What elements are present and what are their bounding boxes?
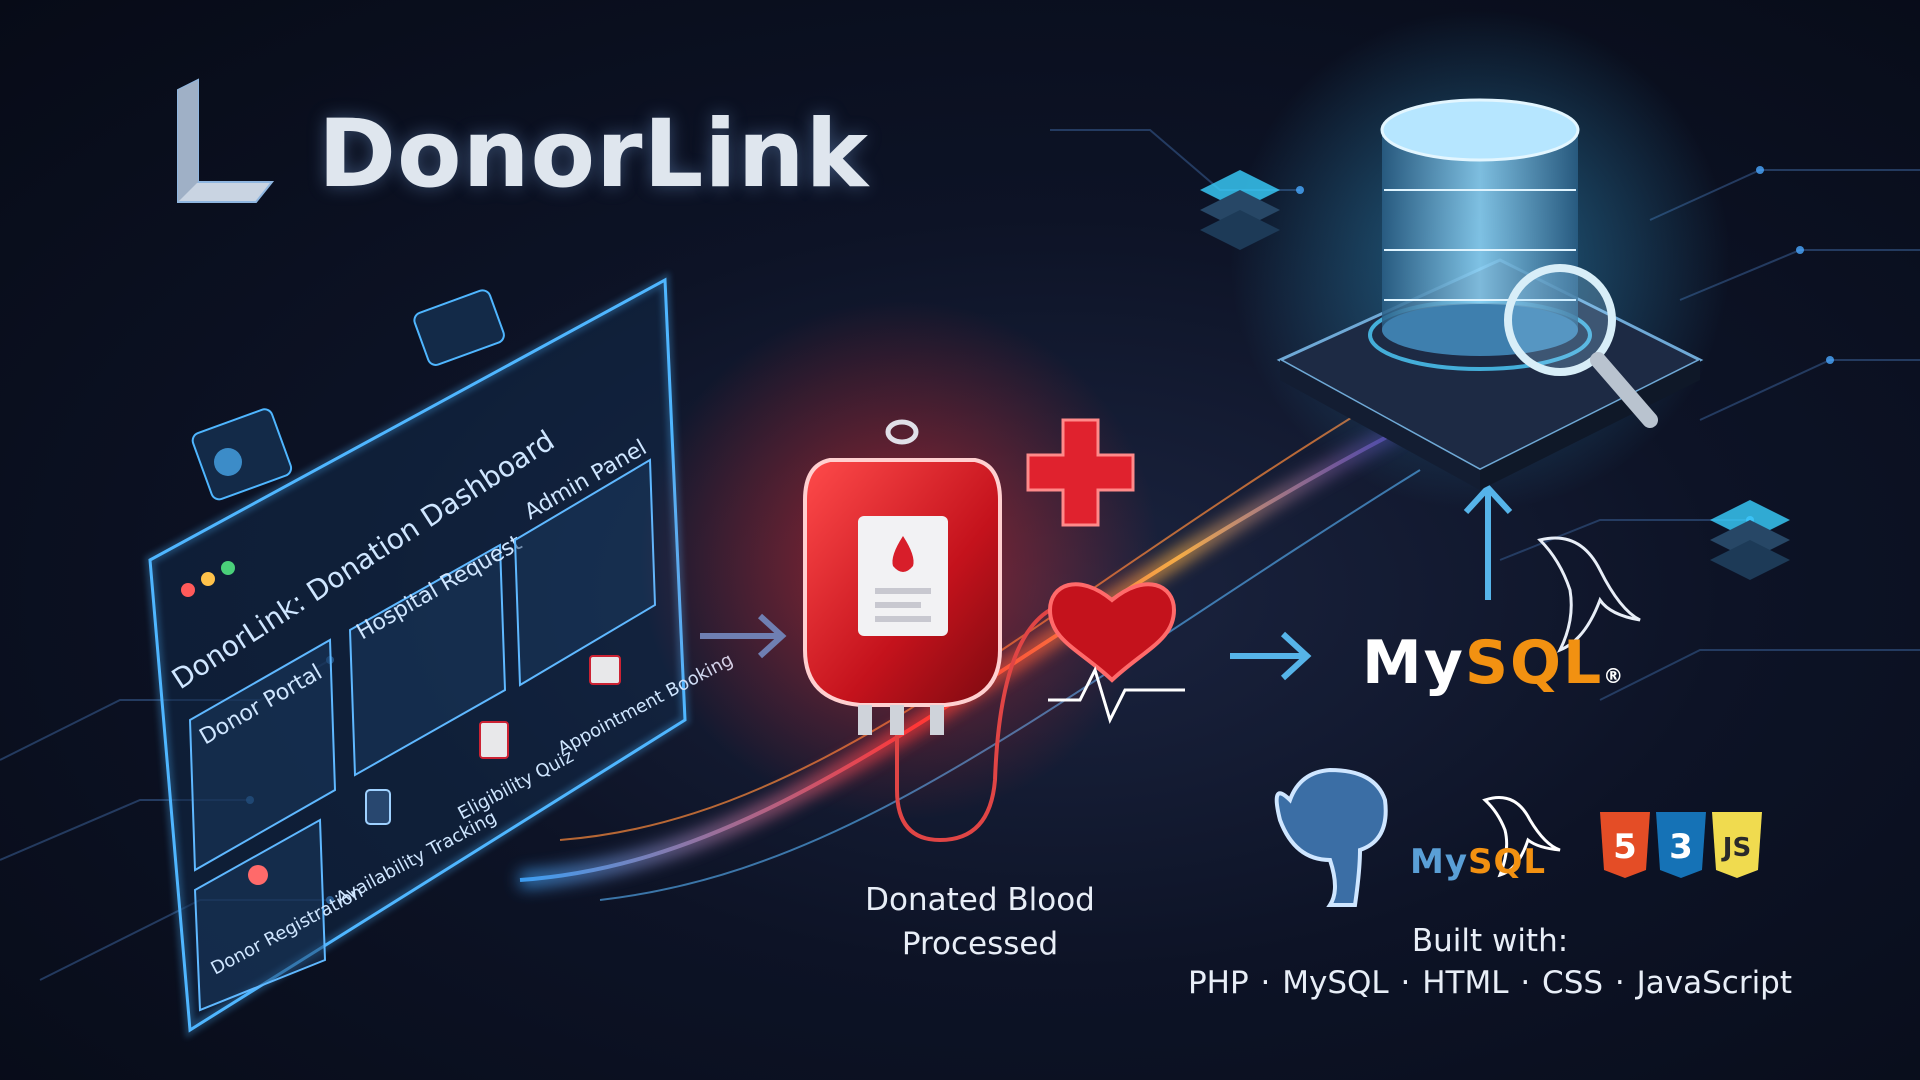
- window-dot-green: [221, 561, 235, 575]
- heartbeat-icon: [1047, 582, 1185, 725]
- cube-stack-icon: [1200, 170, 1790, 580]
- mysql-small-sql-text: SQL: [1468, 842, 1547, 882]
- blood-caption-line2: Processed: [901, 926, 1059, 962]
- mysql-registered-mark: ®: [1603, 664, 1626, 688]
- blood-caption-line1: Donated Blood: [865, 882, 1095, 918]
- svg-text:JS: JS: [1721, 833, 1751, 863]
- floating-chat-icon: [413, 289, 505, 366]
- phone-icon: [365, 789, 391, 825]
- arrow-right-icon: [1230, 631, 1312, 681]
- tech-stack-list: PHP · MySQL · HTML · CSS · JavaScript: [1187, 965, 1793, 1001]
- window-dot-red: [181, 583, 195, 597]
- mysql-small-wordmark: MySQL: [1410, 842, 1546, 882]
- mysql-sql-text: SQL: [1464, 628, 1604, 698]
- calendar-icon: [589, 655, 621, 685]
- mysql-small-my-text: My: [1410, 842, 1468, 882]
- clipboard-icon: [479, 721, 509, 759]
- mysql-dolphin-small-icon: [1482, 796, 1561, 878]
- donorlink-logo-icon: [177, 78, 275, 203]
- brand-name: DonorLink: [318, 100, 870, 209]
- mysql-my-text: My: [1362, 628, 1465, 698]
- arrow-right-icon: [700, 613, 787, 659]
- svg-text:5: 5: [1613, 827, 1637, 867]
- mysql-dolphin-icon: [1537, 536, 1641, 653]
- blood-bag-icon: [803, 419, 1052, 843]
- blood-caption: Donated Blood Processed: [830, 878, 1130, 966]
- medical-cross-icon: [1026, 418, 1135, 527]
- svg-text:3: 3: [1669, 827, 1693, 867]
- window-dot-yellow: [201, 572, 215, 586]
- dashboard-panel: DonorLink: Donation Dashboard Donor Port…: [144, 271, 737, 1039]
- donor-person-icon: [248, 865, 268, 885]
- mysql-wordmark: MySQL®: [1362, 628, 1625, 698]
- database-server-icon: [1276, 98, 1704, 490]
- html5-css3-js-shields-icon: 5 3 JS: [1600, 812, 1762, 878]
- postgresql-elephant-icon: [1274, 767, 1388, 907]
- floating-chart-icon: [191, 408, 293, 501]
- built-with-title: Built with:: [1411, 923, 1569, 959]
- magnifying-glass-icon: [1504, 264, 1658, 428]
